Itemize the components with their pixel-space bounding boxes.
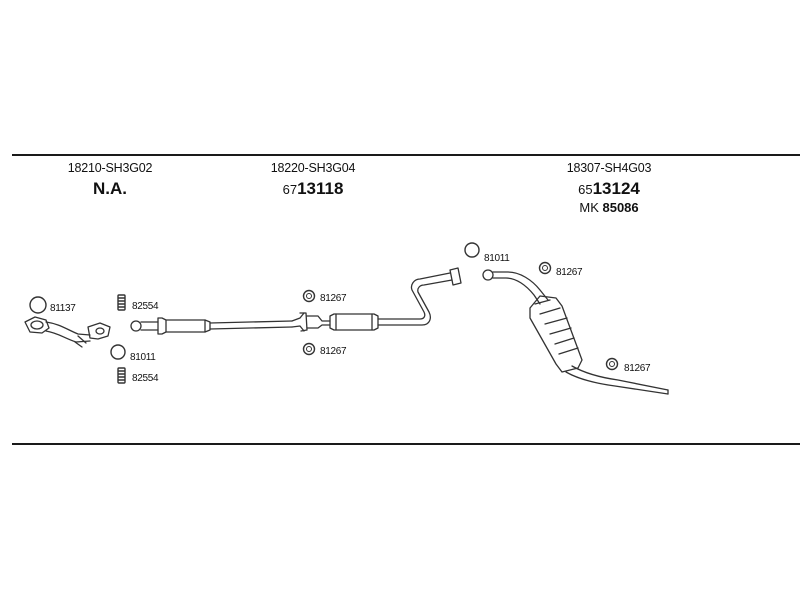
part-number-middle-pipe: 13118 xyxy=(297,178,344,198)
oe-number-rear-silencer: 18307-SH4G03 xyxy=(566,161,652,175)
gasket-ring-81267-mid-bottom xyxy=(302,342,316,356)
callout-82554-top: 82554 xyxy=(132,301,159,312)
center-pipe-resonator xyxy=(306,267,462,331)
part-header-rear-silencer: 18307-SH4G03 6513124 MK 85086 xyxy=(549,162,669,214)
oe-number-front-pipe: 18210-SH3G02 xyxy=(67,161,153,175)
part-prefix-middle-pipe: 67 xyxy=(282,181,298,197)
callout-81267-mid-bottom: 81267 xyxy=(320,346,347,357)
gasket-inner-rings xyxy=(306,265,615,367)
gasket-ring-81011-rear xyxy=(464,242,480,258)
callout-82554-bottom: 82554 xyxy=(132,373,159,384)
mounting-kit-code: MK 85086 xyxy=(549,201,669,214)
front-pipe xyxy=(24,316,111,348)
gaskets xyxy=(29,242,619,371)
middle-pipe-catalyst xyxy=(130,312,308,335)
bottom-divider-line xyxy=(12,443,800,445)
mounting-kit-number: 85086 xyxy=(602,199,639,215)
callout-81267-mid-top: 81267 xyxy=(320,293,347,304)
gasket-ring-81267-mid-top xyxy=(302,289,316,303)
part-code-middle-pipe: 6713118 xyxy=(258,180,368,197)
spring-82554-top xyxy=(117,294,126,311)
part-prefix-rear-silencer: 65 xyxy=(578,181,593,197)
part-code-rear-silencer: 6513124 xyxy=(549,180,669,197)
oe-number-middle-pipe: 18220-SH3G04 xyxy=(270,161,356,175)
springs xyxy=(117,294,126,384)
callout-81267-lower: 81267 xyxy=(624,363,651,374)
callout-81137: 81137 xyxy=(50,303,76,314)
spring-82554-bottom xyxy=(117,367,126,384)
gasket-ring-81267-lower xyxy=(605,357,619,371)
callout-81011-front: 81011 xyxy=(130,352,156,363)
gasket-ring-81137 xyxy=(29,296,47,314)
part-header-middle-pipe: 18220-SH3G04 6713118 xyxy=(258,162,368,197)
callout-81267-rear: 81267 xyxy=(556,267,583,278)
rear-silencer xyxy=(482,269,669,395)
part-code-front-pipe: N.A. xyxy=(93,178,127,198)
gasket-ring-81267-rear xyxy=(538,261,552,275)
gasket-ring-81011-front xyxy=(110,344,126,360)
part-number-rear-silencer: 13124 xyxy=(592,178,640,198)
part-header-front-pipe: 18210-SH3G02 N.A. xyxy=(55,162,165,197)
callout-81011-rear: 81011 xyxy=(484,253,510,264)
top-divider-line xyxy=(12,154,800,156)
mounting-kit-label: MK xyxy=(579,199,599,215)
